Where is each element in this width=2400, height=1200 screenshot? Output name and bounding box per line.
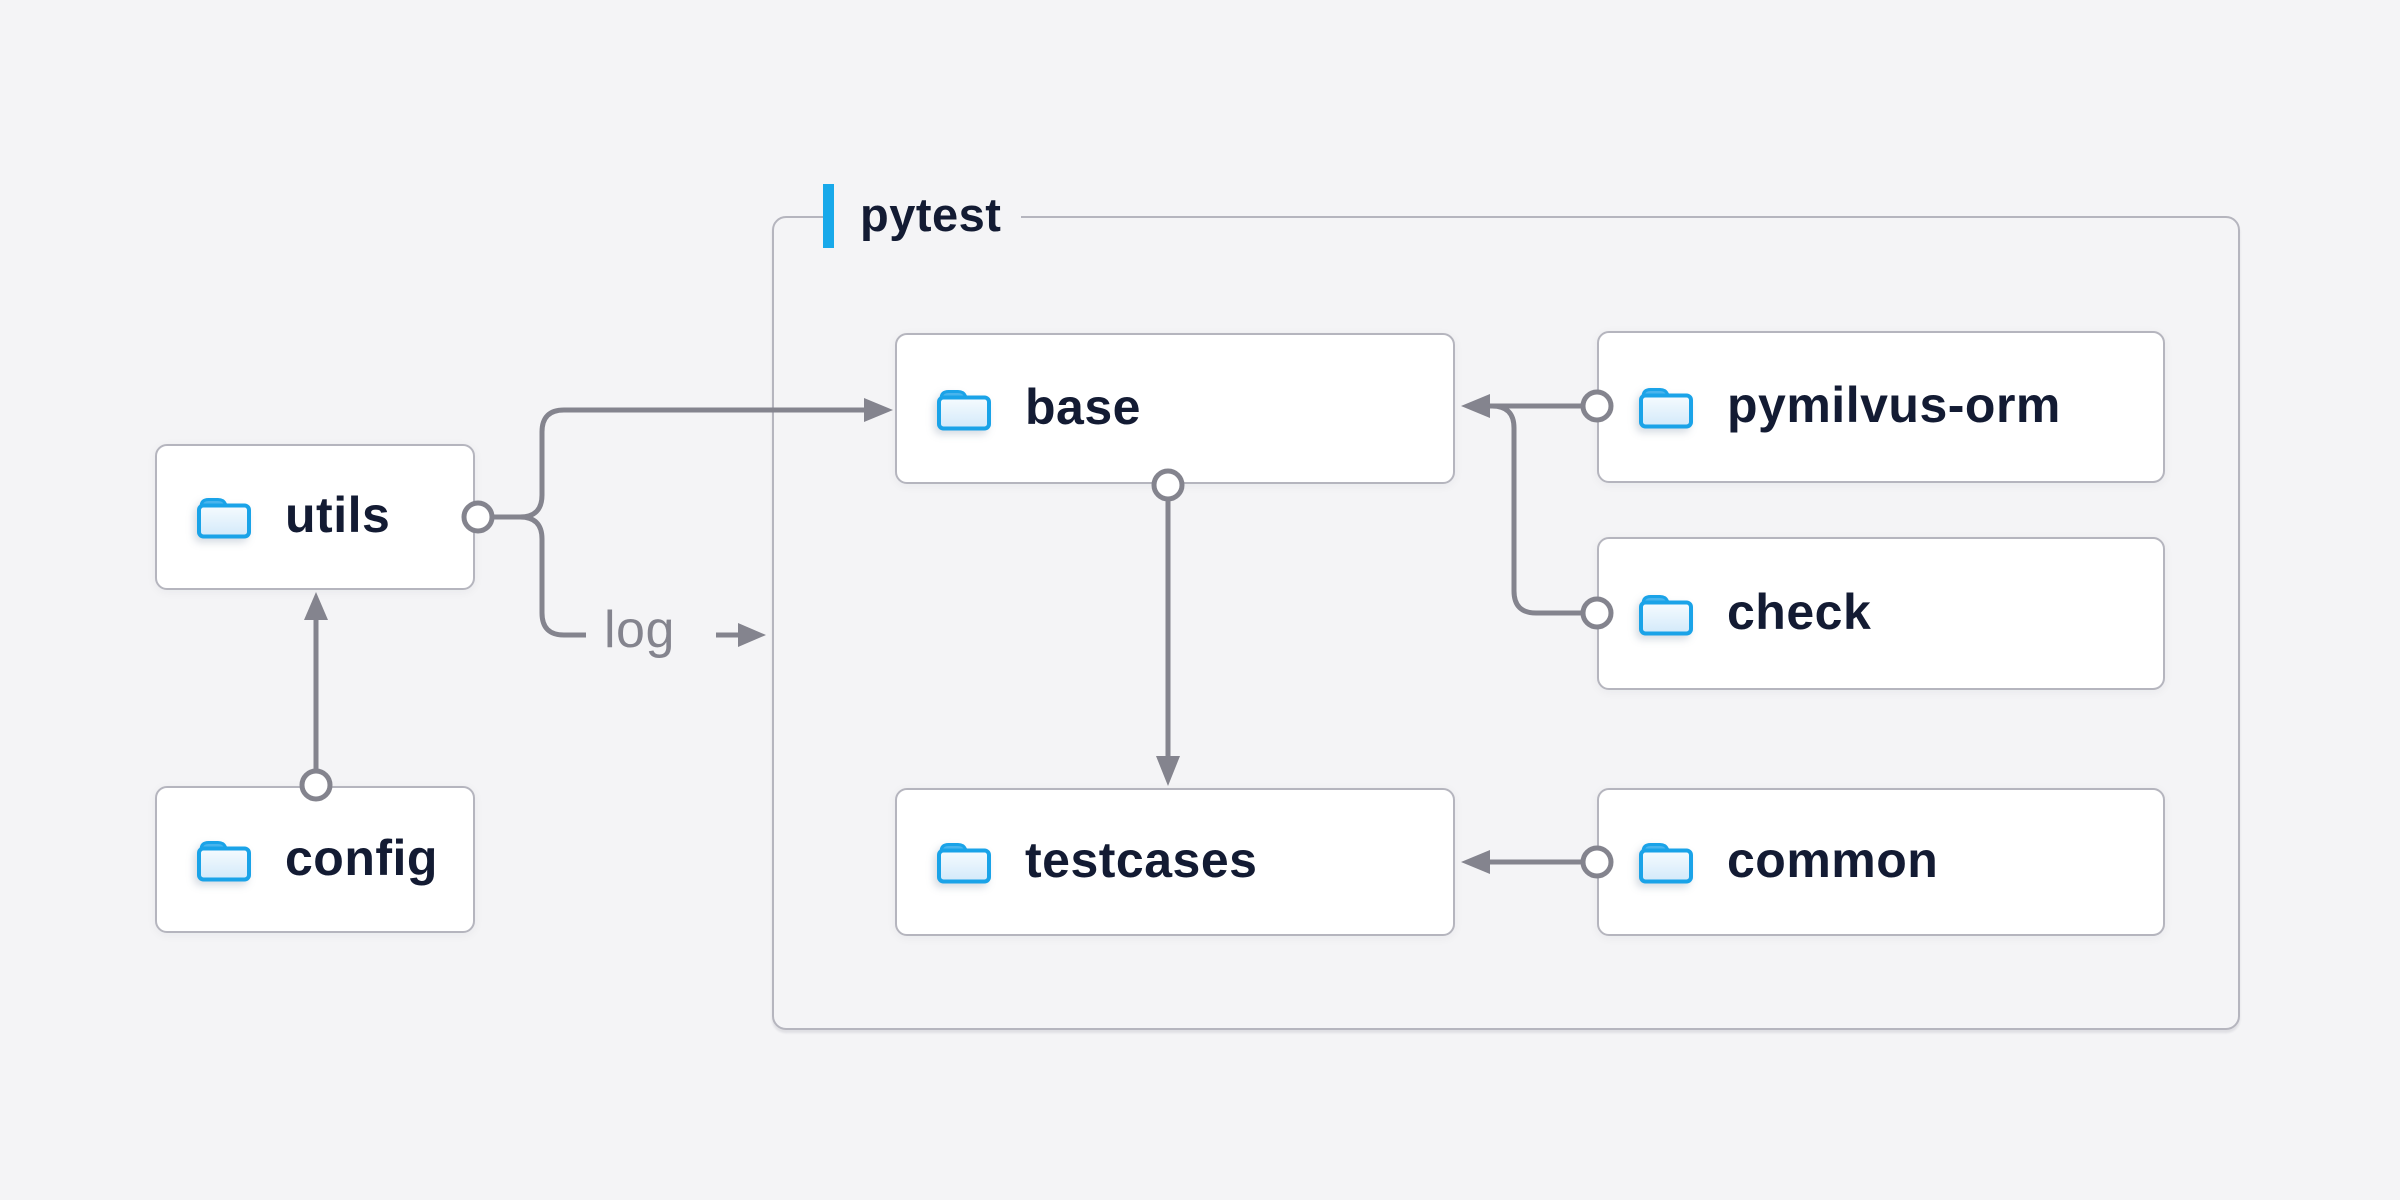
folder-icon bbox=[937, 843, 991, 884]
node-config: config bbox=[155, 786, 475, 933]
node-base: base bbox=[895, 333, 1455, 484]
node-label: testcases bbox=[1025, 832, 1258, 888]
folder-icon bbox=[197, 498, 251, 539]
edge-label-log: log bbox=[604, 601, 675, 659]
node-pymilvus-orm: pymilvus-orm bbox=[1597, 331, 2165, 483]
folder-icon bbox=[1639, 843, 1693, 884]
node-common: common bbox=[1597, 788, 2165, 936]
node-testcases: testcases bbox=[895, 788, 1455, 936]
edge-config-to-utils bbox=[299, 592, 333, 802]
node-label: base bbox=[1025, 378, 1141, 435]
node-label: check bbox=[1727, 583, 1872, 640]
pytest-group-box bbox=[772, 216, 2240, 1030]
group-title: pytest bbox=[860, 187, 1002, 241]
edge-log-arrow bbox=[716, 623, 766, 647]
node-label: config bbox=[285, 829, 438, 886]
node-label: common bbox=[1727, 832, 1939, 888]
folder-icon bbox=[197, 840, 251, 881]
folder-icon bbox=[1639, 594, 1693, 635]
node-label: pymilvus-orm bbox=[1727, 377, 2061, 433]
pytest-group-label: pytest bbox=[823, 183, 1022, 249]
node-check: check bbox=[1597, 537, 2165, 690]
folder-icon bbox=[1639, 388, 1693, 429]
node-utils: utils bbox=[155, 444, 475, 590]
node-label: utils bbox=[285, 487, 391, 543]
accent-bar-icon bbox=[823, 184, 834, 248]
folder-icon bbox=[937, 389, 991, 430]
